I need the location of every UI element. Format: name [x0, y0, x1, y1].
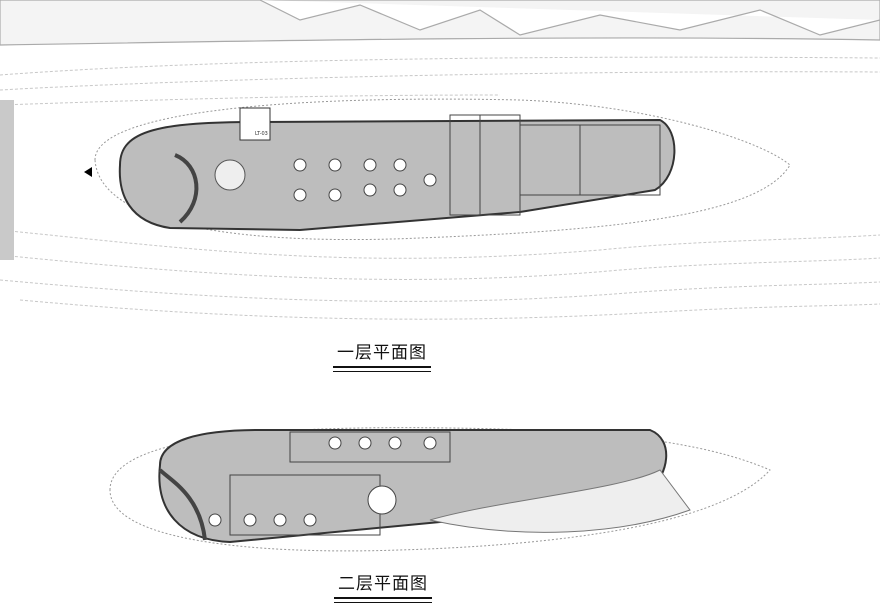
title-underline	[333, 366, 431, 368]
first-floor-title: 一层平面图	[333, 338, 431, 372]
service-rooms	[449, 114, 661, 216]
terrain-edge	[0, 100, 14, 260]
spiral-ramp	[158, 468, 207, 541]
second-floor-site-outline	[109, 427, 771, 552]
first-floor-site-outline	[94, 98, 791, 241]
first-floor-title-text: 一层平面图	[337, 343, 427, 363]
stair-core	[239, 107, 271, 141]
second-floor-title: 二层平面图	[334, 569, 432, 603]
terrain-contours	[0, 56, 880, 320]
private-rooms	[208, 431, 451, 536]
title-underline	[334, 602, 432, 603]
dining-tables	[293, 158, 437, 202]
spiral-stair	[174, 153, 199, 224]
second-floor-plan	[158, 429, 668, 544]
entrance-arrow-icon	[84, 167, 92, 177]
central-feature	[214, 159, 246, 191]
stair-label: LT-03	[255, 131, 268, 137]
title-underline	[333, 371, 431, 372]
terrace	[429, 469, 691, 533]
second-floor-title-text: 二层平面图	[338, 574, 428, 594]
first-floor-plan	[118, 118, 676, 232]
surrounding-buildings	[0, 0, 880, 46]
title-underline	[334, 597, 432, 599]
